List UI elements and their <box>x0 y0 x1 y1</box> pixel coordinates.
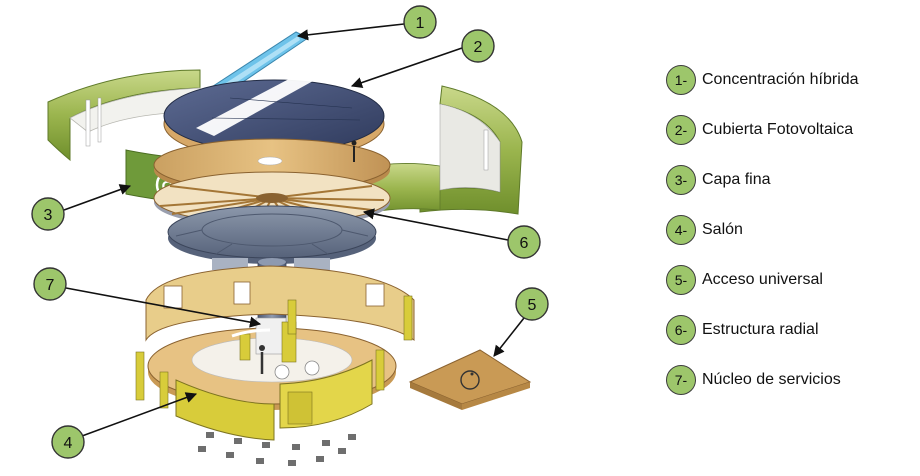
legend-label-3: Capa fina <box>702 171 771 188</box>
legend-number-7: 7- <box>666 365 696 395</box>
legend-number-5: 5- <box>666 265 696 295</box>
legend-number-4: 4- <box>666 215 696 245</box>
steel-ring <box>167 205 377 270</box>
legend-item-3: 3- Capa fina <box>666 164 771 196</box>
arrow-6 <box>362 208 509 241</box>
callout-1: 1 <box>403 5 437 39</box>
accessibility-icon <box>460 370 480 390</box>
legend-label-2: Cubierta Fotovoltaica <box>702 121 854 138</box>
callout-7-number: 7 <box>46 277 55 294</box>
arrow-3 <box>63 184 132 211</box>
arrow-5 <box>493 317 525 357</box>
callout-2: 2 <box>461 29 495 63</box>
legend-number-2: 2- <box>666 115 696 145</box>
callout-3: 3 <box>31 197 65 231</box>
callout-6: 6 <box>507 225 541 259</box>
legend-label-7: Núcleo de servicios <box>702 371 841 388</box>
callout-1-number: 1 <box>416 15 425 32</box>
callout-4-number: 4 <box>64 435 73 452</box>
callout-4: 4 <box>51 425 85 459</box>
universal-access-ramp <box>408 349 532 410</box>
callout-7: 7 <box>33 267 67 301</box>
legend-label-4: Salón <box>702 221 743 238</box>
legend-number-3: 3- <box>666 165 696 195</box>
callout-2-number: 2 <box>474 39 483 56</box>
legend-item-7: 7- Núcleo de servicios <box>666 364 841 396</box>
arrow-7 <box>65 287 262 328</box>
legend-label-5: Acceso universal <box>702 271 823 288</box>
legend-item-4: 4- Salón <box>666 214 743 246</box>
arrow-4 <box>81 392 198 437</box>
callout-5: 5 <box>515 287 549 321</box>
legend-item-5: 5- Acceso universal <box>666 264 823 296</box>
leader-arrows <box>63 23 525 437</box>
callout-6-number: 6 <box>520 235 529 252</box>
legend-item-6: 6- Estructura radial <box>666 314 819 346</box>
arrow-1 <box>296 23 405 41</box>
legend-label-6: Estructura radial <box>702 321 819 338</box>
callout-5-number: 5 <box>528 297 537 314</box>
legend-item-2: 2- Cubierta Fotovoltaica <box>666 114 853 146</box>
legend-number-1: 1- <box>666 65 696 95</box>
foundation-footings <box>198 432 356 466</box>
living-room-volume <box>135 265 415 441</box>
callout-3-number: 3 <box>44 207 53 224</box>
green-wall-left <box>47 69 201 162</box>
legend-item-1: 1- Concentración híbrida <box>666 64 859 96</box>
arrow-2 <box>350 47 463 89</box>
legend-label-1: Concentración híbrida <box>702 71 859 88</box>
legend-number-6: 6- <box>666 315 696 345</box>
